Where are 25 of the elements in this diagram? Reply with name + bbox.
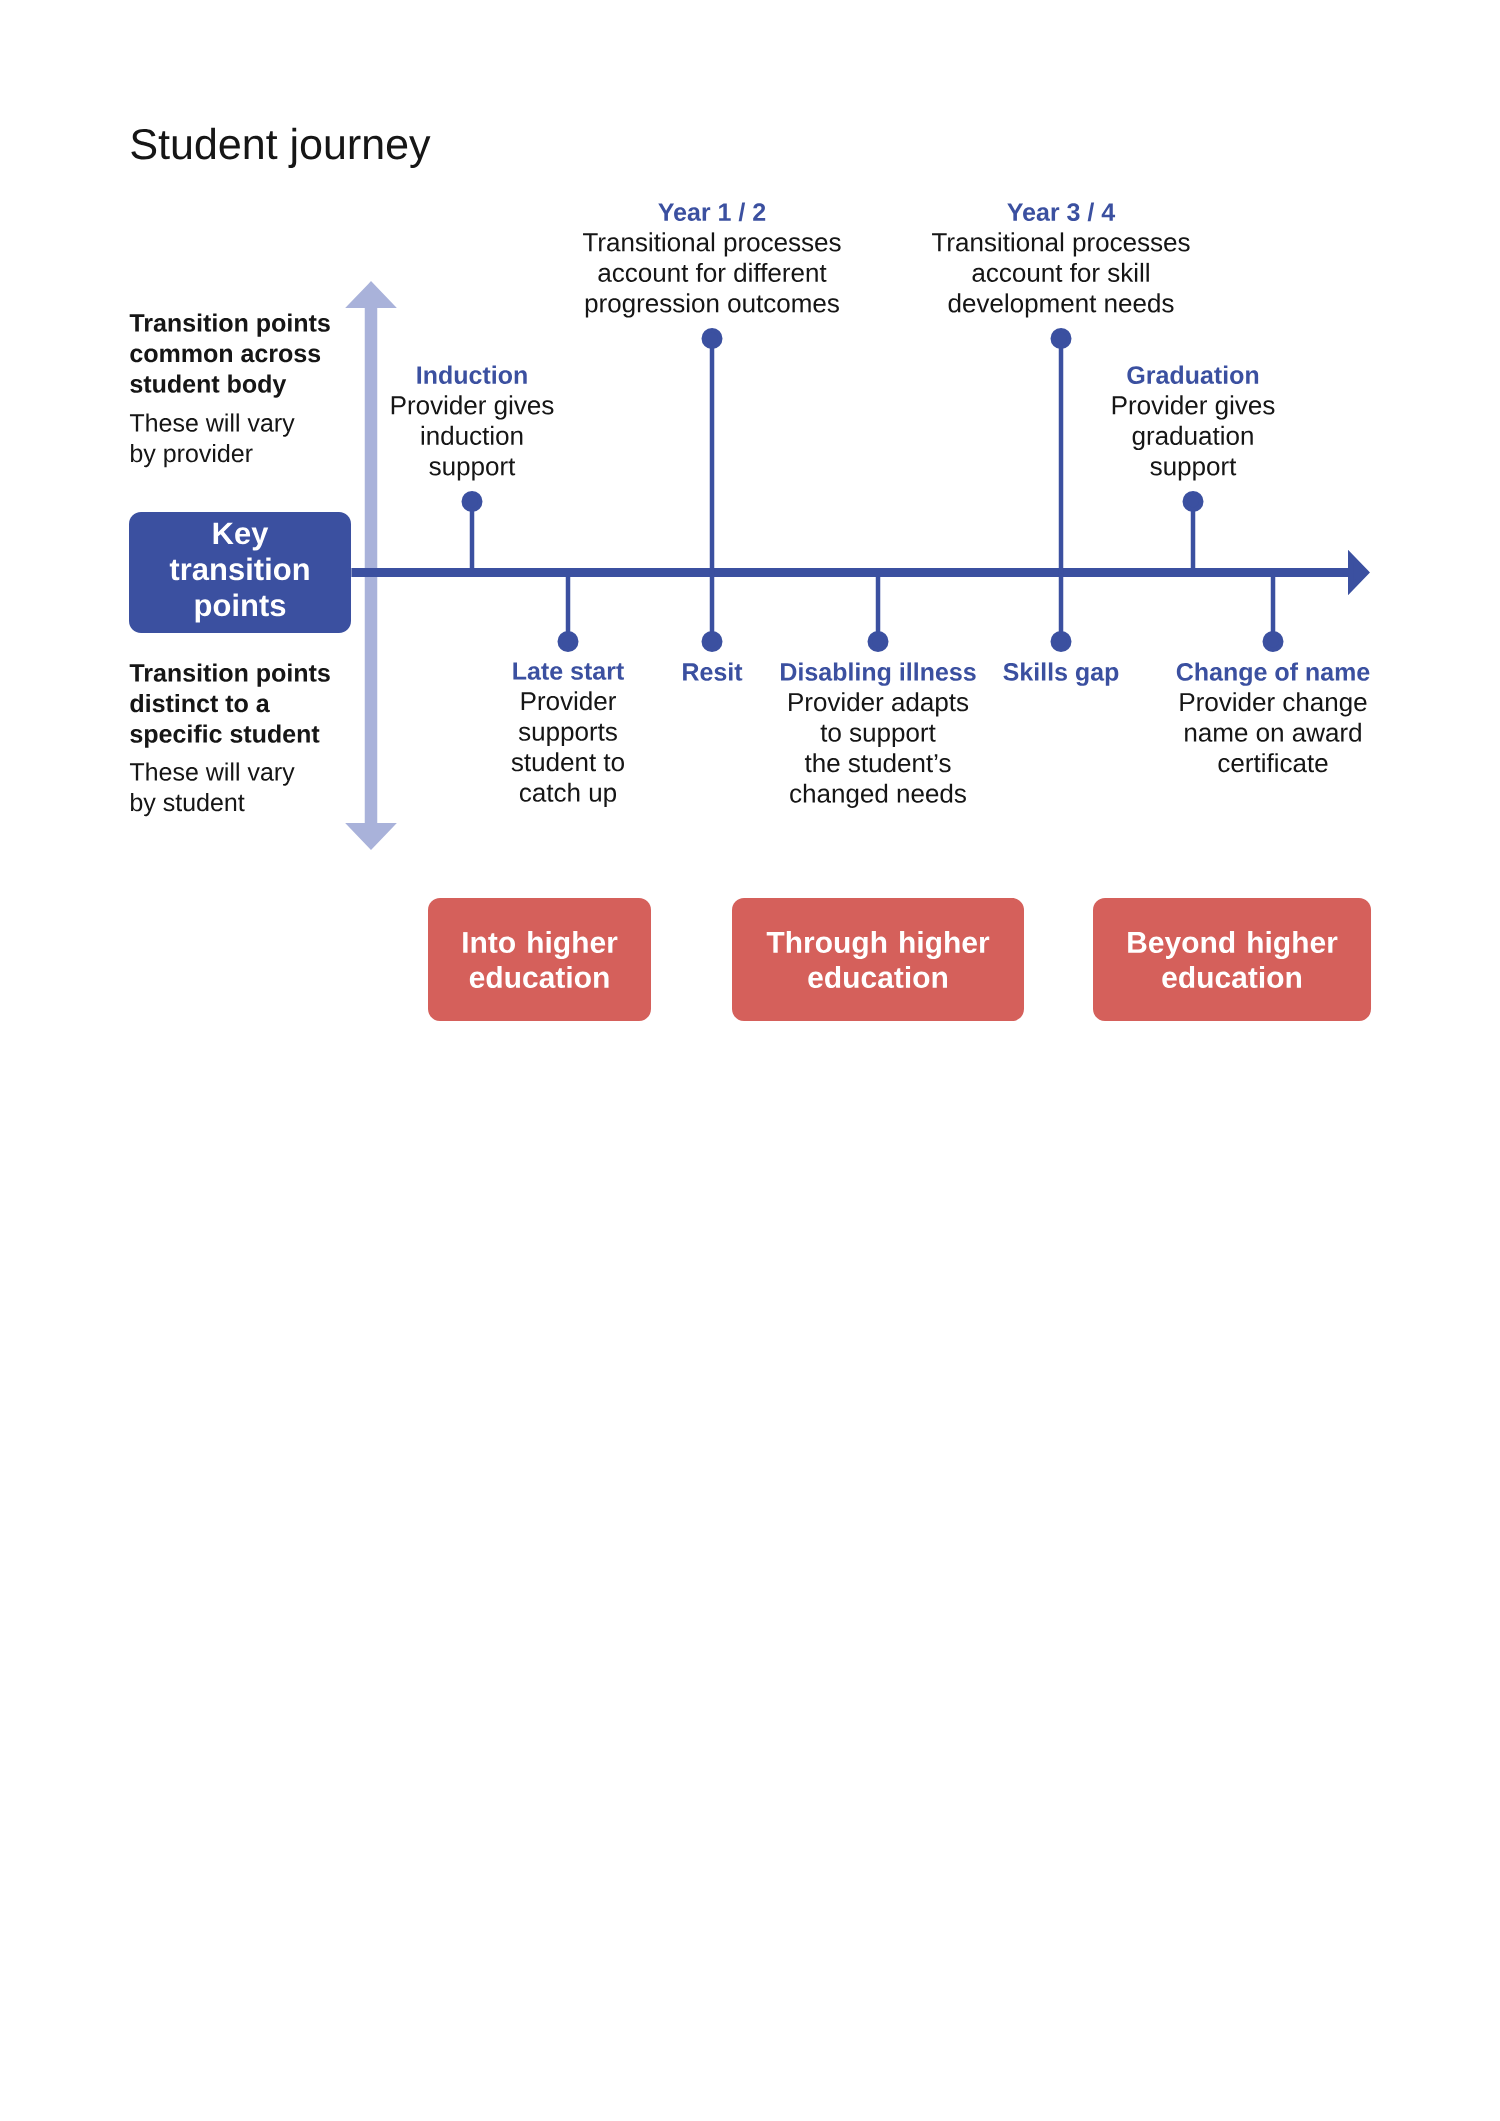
event-label: Induction Provider gives induction support	[391, 365, 554, 481]
event-label: Year 1 / 2 Transitional processes account for different progression outcomes	[583, 202, 841, 318]
phase-box: Through higher education	[732, 898, 1024, 1021]
key-box: Key transition points	[129, 512, 351, 633]
event-label: Disabling illness Provider adapts to support the student’s changed needs	[781, 662, 976, 808]
pin-line	[1050, 328, 1072, 652]
pin-line	[557, 576, 579, 652]
pin-line	[701, 328, 723, 652]
event-label: Graduation Provider gives graduation support	[1112, 365, 1275, 481]
pin-line	[461, 491, 483, 569]
pin-line	[1262, 576, 1284, 652]
event-label: Late start Provider supports student to catch up	[511, 662, 624, 807]
event-label: Change of name Provider change name on award certificate	[1176, 662, 1370, 773]
side-note: These will vary by student	[129, 762, 295, 817]
pin-line	[1182, 491, 1204, 569]
event-label: Year 3 / 4 Transitional processes account for skill development needs	[932, 202, 1190, 318]
event-label: Skills gap	[1003, 662, 1119, 686]
side-note: These will vary by provider	[129, 413, 295, 468]
phase-box: Into higher education	[428, 898, 651, 1021]
side-heading: Transition points distinct to a specific student	[129, 663, 330, 748]
title: Student journey	[131, 127, 431, 168]
event-label: Resit	[683, 662, 743, 681]
phase-box: Beyond higher education	[1093, 898, 1371, 1021]
side-heading: Transition points common across student body	[129, 313, 330, 398]
pin-line	[867, 576, 889, 652]
